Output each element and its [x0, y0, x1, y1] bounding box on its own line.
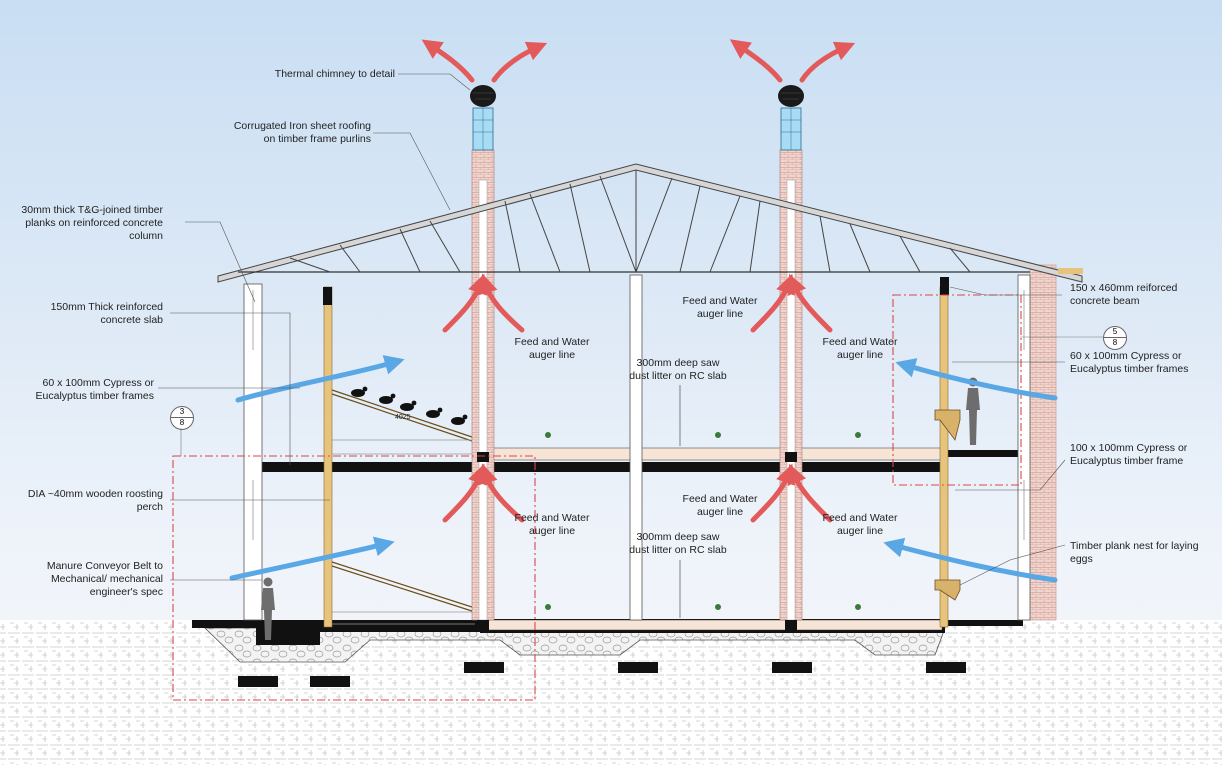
detail-marker-right: 5 8 — [1103, 326, 1127, 350]
label-feed-lower-right: Feed and Water auger line — [822, 512, 898, 537]
red-hot-air-arrow-icon — [421, 39, 856, 523]
label-feed-upper-left: Feed and Water auger line — [514, 336, 590, 361]
foundations — [204, 627, 966, 687]
label-timber-planks: 30mm thick T&G-joined timber planks on r… — [21, 204, 163, 242]
upper-litter — [483, 447, 943, 461]
timber-posts — [323, 277, 949, 628]
label-timber-frames-right: 60 x 100mm Cypress or Eucalyptus timber … — [1070, 350, 1189, 375]
roosting-perch — [331, 389, 476, 613]
blue-cool-air-arrow-icon — [229, 355, 1058, 583]
roof — [217, 163, 1083, 283]
label-roosting-perch: DIA ~40mm wooden roosting perch — [27, 488, 163, 513]
ground-slab — [192, 620, 480, 645]
thermal-chimney-left — [470, 85, 496, 621]
label-timber-frame-100: 100 x 100mm Cypress or Eucalyptus timber… — [1070, 442, 1188, 467]
thermal-chimney-right — [778, 85, 804, 621]
detail-callout-boxes — [172, 294, 1022, 701]
label-feed-upper-center: Feed and Water auger line — [682, 295, 758, 320]
label-rc-slab: 150mm Thick reinforced concrete slab — [50, 301, 163, 326]
label-timber-frames-left: 60 x 100mm Cypress or Eucalyptus timber … — [35, 377, 154, 402]
leader-lines — [158, 73, 1066, 586]
label-roofing: Corrugated Iron sheet roofing on timber … — [233, 120, 371, 145]
brick-wall — [1029, 264, 1057, 621]
label-feed-lower-center: Feed and Water auger line — [682, 493, 758, 518]
detail-marker-left: 3 8 — [170, 406, 194, 430]
first-floor-slab — [248, 462, 948, 472]
nest — [934, 409, 961, 601]
label-feed-upper-right: Feed and Water auger line — [822, 336, 898, 361]
columns — [243, 274, 1031, 621]
small-tag: 4025 — [395, 414, 411, 421]
label-rc-beam: 150 x 460mm reiforced concrete beam — [1070, 282, 1178, 307]
label-feed-lower-left: Feed and Water auger line — [514, 512, 590, 537]
ground-litter — [483, 619, 943, 631]
auger-line-marker-icon — [545, 432, 861, 610]
chicken-icon — [351, 386, 468, 425]
person-silhouette-icon — [261, 377, 980, 640]
label-nest: Timber plank nest for laying eggs — [1070, 540, 1199, 565]
label-litter-upper: 300mm deep saw dust litter on RC slab — [629, 357, 727, 382]
label-litter-lower: 300mm deep saw dust litter on RC slab — [629, 531, 727, 556]
label-thermal-chimney: Thermal chimney to detail — [274, 68, 395, 80]
label-manure-conveyor: Manure Conveyor Belt to Mechanical/ mech… — [46, 560, 163, 598]
